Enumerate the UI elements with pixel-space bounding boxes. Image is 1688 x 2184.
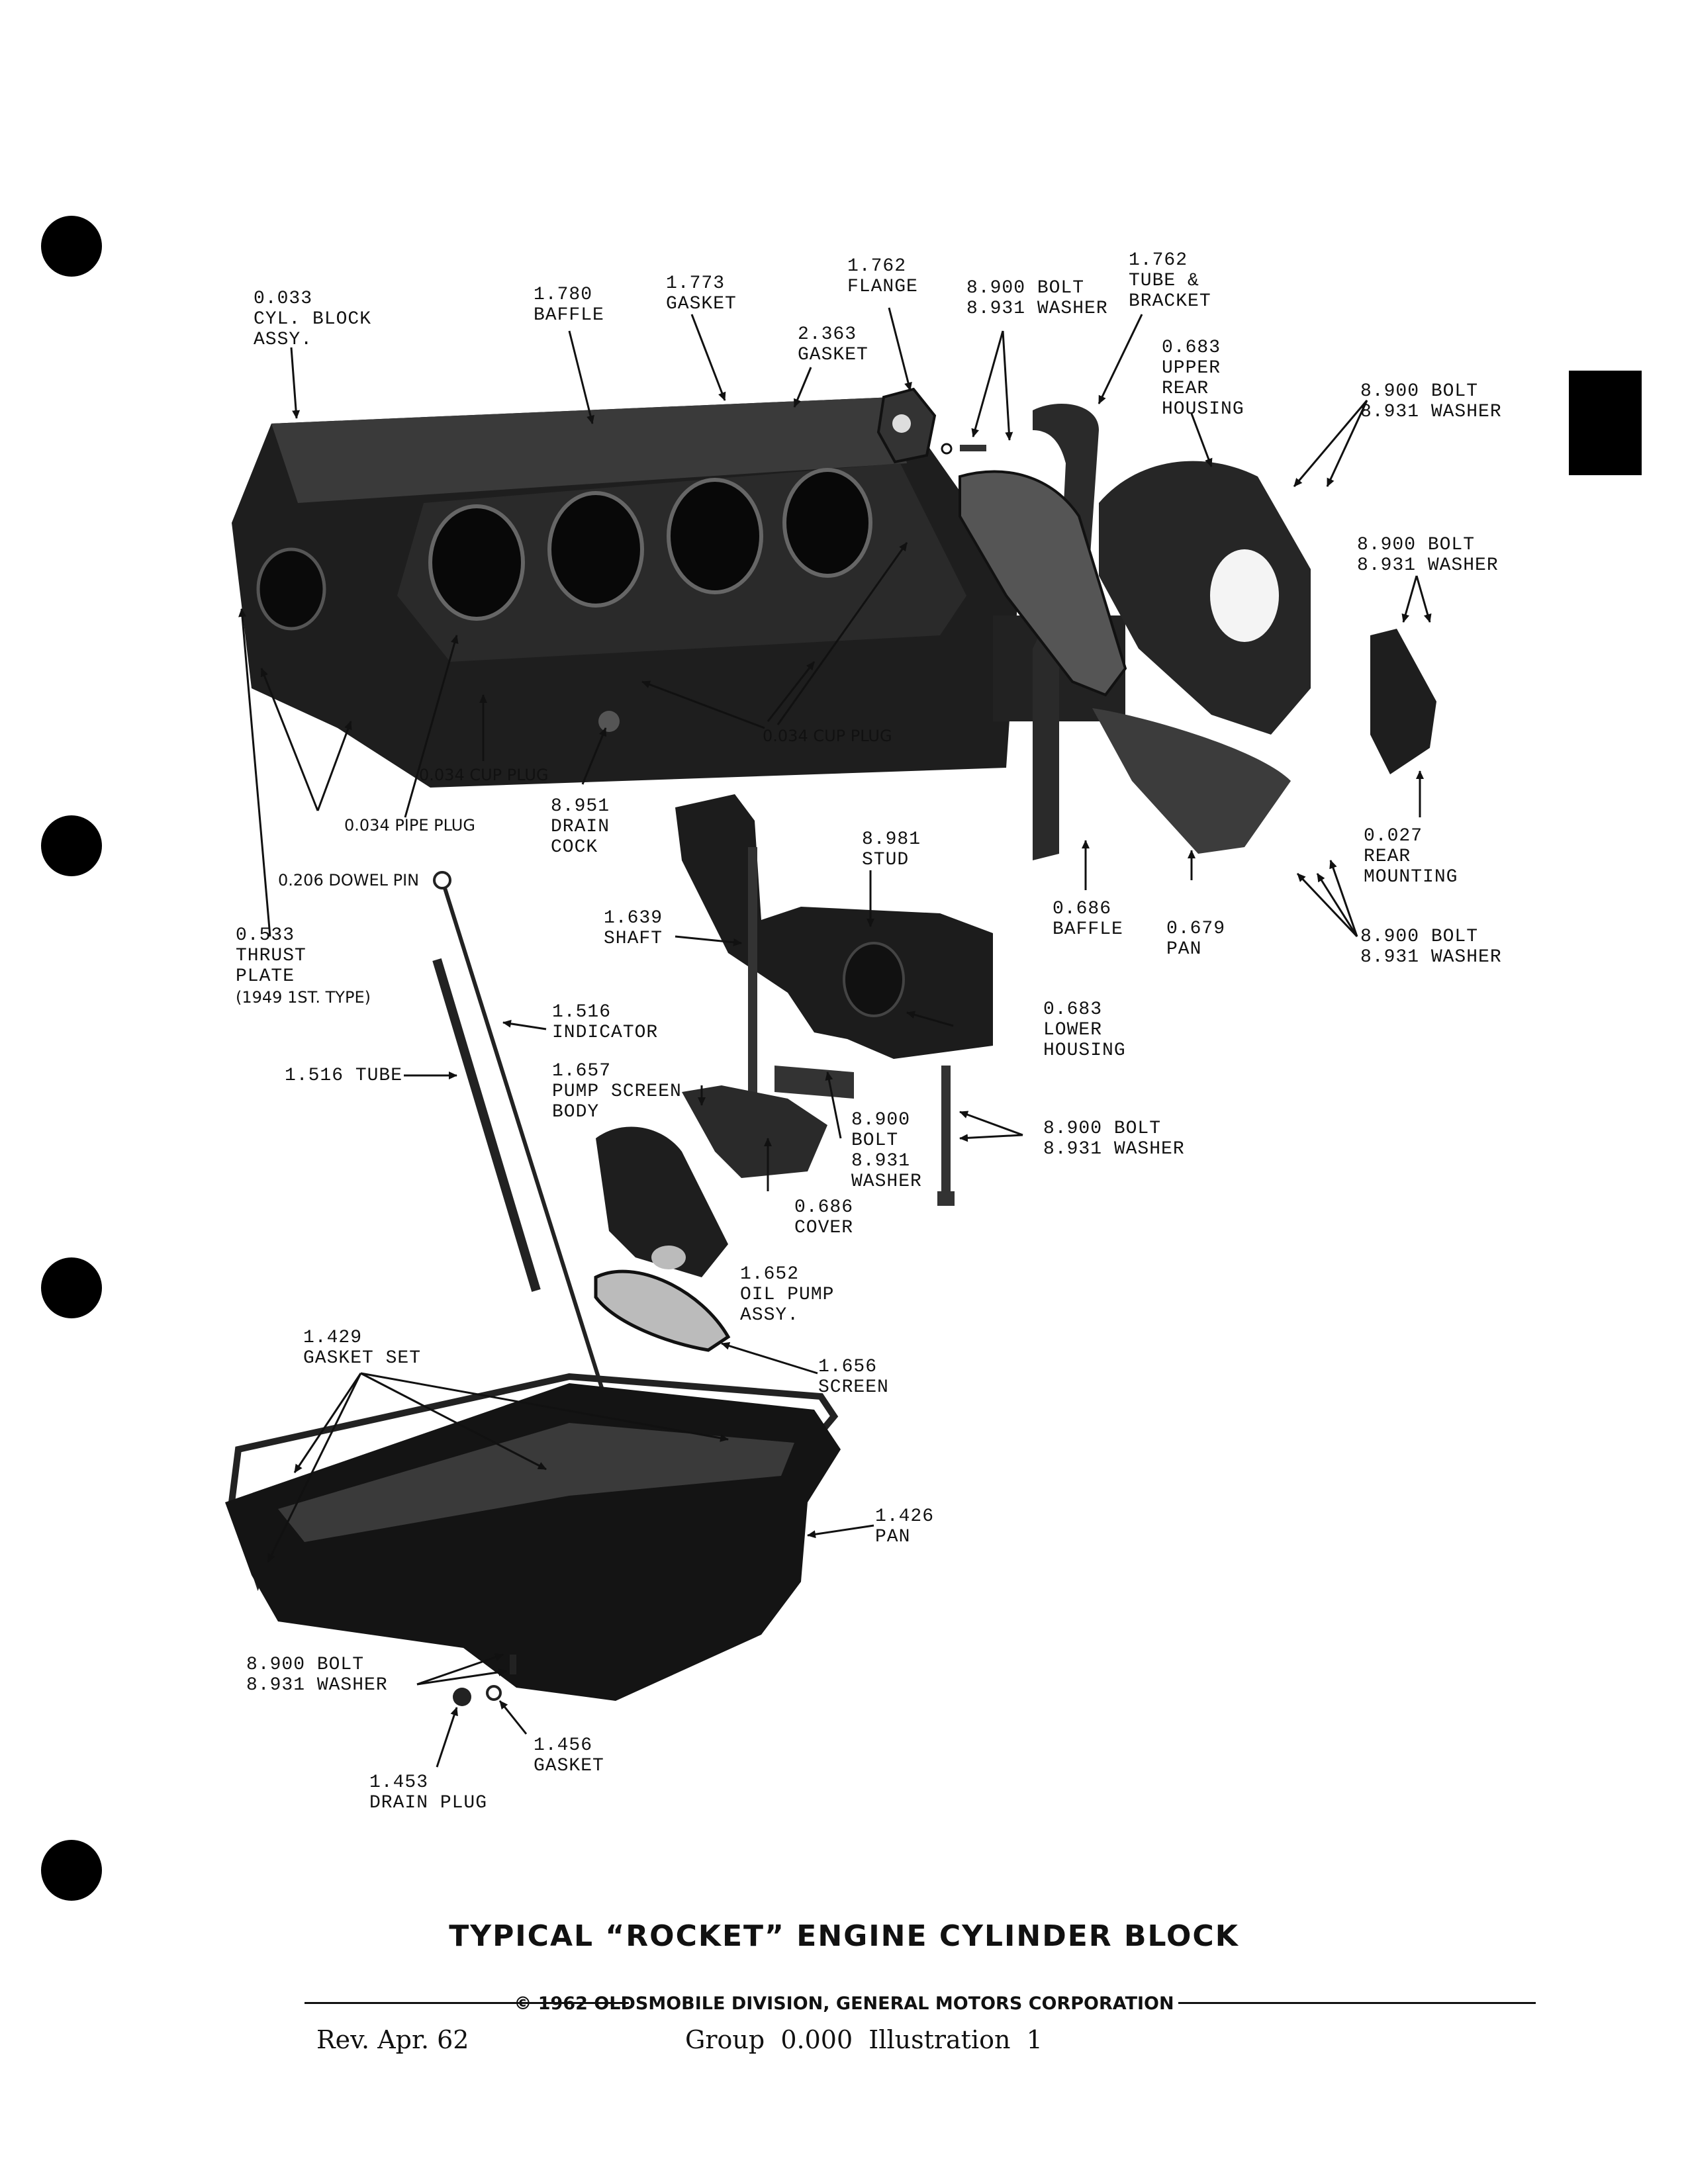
label-bolt-washer-pan: 8.900 BOLT 8.931 WASHER [246,1655,388,1696]
label-dowel-pin: 0.206 DOWEL PIN [278,871,420,889]
label-bolt-washer-mount: 8.900 BOLT 8.931 WASHER [1357,535,1499,576]
label-bolt-washer-right: 8.900 BOLT 8.931 WASHER [1360,381,1502,422]
label-rear-mounting: 0.027 REAR MOUNTING [1364,826,1458,887]
label-shaft: 1.639 SHAFT [604,908,663,949]
label-lower-housing: 0.683 LOWER HOUSING [1043,999,1126,1061]
label-pipe-plug: 0.034 PIPE PLUG [344,816,475,835]
label-thrust-note: (1949 1ST. TYPE) [236,988,371,1007]
label-flange: 1.762 FLANGE [847,256,918,297]
label-thrust-plate: 0.533 THRUST PLATE [236,925,306,987]
rear-mounting-part [1370,629,1436,774]
pump-cover-part [774,1066,854,1099]
label-drain-cock: 8.951 DRAIN COCK [551,796,610,858]
pan-0679-part [1092,708,1291,854]
rule-right [1178,2002,1536,2004]
label-cyl-block: 0.033 CYL. BLOCK ASSY. [254,289,372,350]
flange-part [876,387,937,464]
label-gasket-1456: 1.456 GASKET [534,1735,604,1776]
label-pump-screen-body: 1.657 PUMP SCREEN BODY [552,1061,682,1122]
oil-pan-part [225,1383,841,1701]
baffle-plate [959,470,1127,697]
label-bolt-washer-mount-low: 8.900 BOLT 8.931 WASHER [1360,927,1502,968]
label-cup-plug-right: 0.034 CUP PLUG [763,727,892,745]
dipstick-tube-part [432,958,541,1293]
label-stud: 8.981 STUD [862,829,921,870]
label-tube-1516: 1.516 TUBE [285,1066,403,1086]
pan-drain-plug-part [453,1655,516,1706]
binder-hole-4 [41,1840,102,1901]
binder-hole-3 [41,1257,102,1318]
copyright-line: © 1962 OLDSMOBILE DIVISION, GENERAL MOTO… [514,1993,1174,2014]
footer-rev: Rev. Apr. 62 [316,2025,469,2054]
footer-group: Group 0.000 Illustration 1 [685,2025,1043,2054]
label-baffle-0686: 0.686 BAFFLE [1053,899,1123,940]
small-bolts-top [941,443,986,455]
label-bolt-washer-pump: 8.900 BOLT 8.931 WASHER [851,1110,922,1192]
cylinder-block [232,397,1125,788]
index-tab [1569,371,1642,475]
label-baffle-1780: 1.780 BAFFLE [534,285,604,326]
label-tube-bracket: 1.762 TUBE & BRACKET [1129,250,1211,312]
rule-left [305,2002,629,2004]
label-upper-rear-housing: 0.683 UPPER REAR HOUSING [1162,338,1244,420]
label-pan-1426: 1.426 PAN [875,1506,935,1547]
binder-hole-2 [41,815,102,876]
long-bolt-part [937,1066,955,1206]
label-oil-pump: 1.652 OIL PUMP ASSY. [740,1264,835,1326]
dipstick-indicator-part [433,871,604,1390]
label-gasket-1773: 1.773 GASKET [666,273,737,314]
page-title: TYPICAL “ROCKET” ENGINE CYLINDER BLOCK [449,1919,1239,1953]
label-gasket-2363: 2.363 GASKET [798,324,868,365]
lower-housing-part [675,794,993,1059]
binder-hole-1 [41,216,102,277]
label-cover: 0.686 COVER [794,1197,854,1238]
oil-screen-part [594,1269,731,1352]
label-cup-plug-left: 0.034 CUP PLUG [419,766,549,784]
label-bolt-washer-top: 8.900 BOLT 8.931 WASHER [966,278,1108,319]
label-gasket-set: 1.429 GASKET SET [303,1328,422,1369]
label-screen: 1.656 SCREEN [818,1357,889,1398]
upper-rear-housing [1099,461,1311,735]
label-indicator: 1.516 INDICATOR [552,1002,659,1043]
label-pan-0679: 0.679 PAN [1166,919,1226,960]
label-bolt-washer-lower: 8.900 BOLT 8.931 WASHER [1043,1118,1185,1160]
oil-pump-part [596,847,827,1277]
label-drain-plug: 1.453 DRAIN PLUG [369,1772,488,1813]
